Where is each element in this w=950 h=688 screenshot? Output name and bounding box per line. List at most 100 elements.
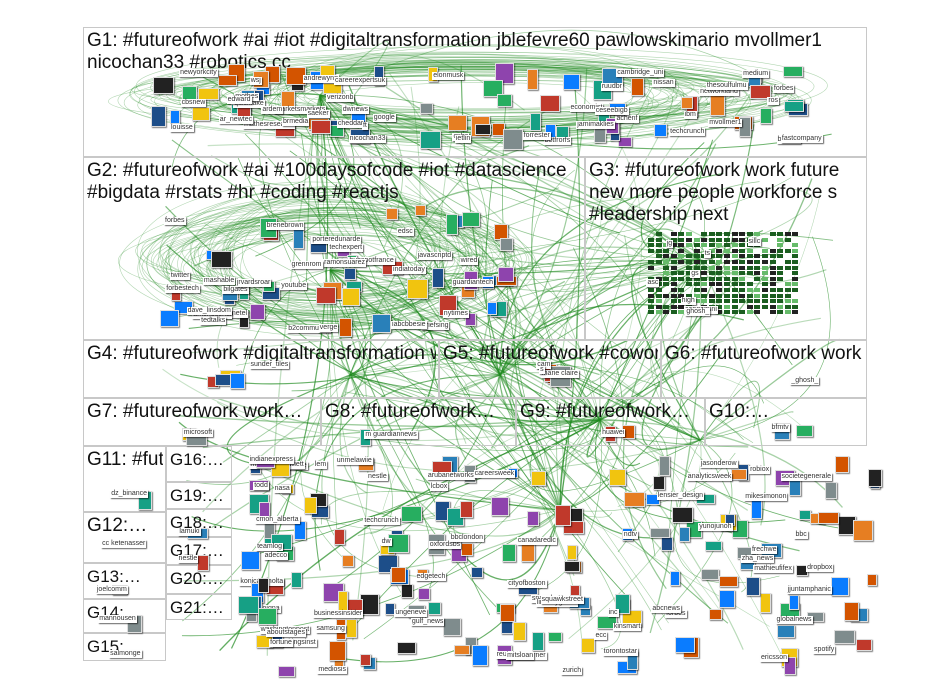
node-label: forbes [164,216,186,225]
node-thumbnail [624,491,646,507]
node-thumbnail [754,288,761,292]
edge [529,419,602,594]
node-thumbnail [471,566,484,578]
node-thumbnail [693,299,700,304]
edge [329,269,681,425]
edge [544,438,602,511]
node-thumbnail [792,271,799,276]
edge [356,419,601,624]
node-label: ghosh_ [685,307,711,316]
edge [462,233,517,376]
group-label: G16:… [170,450,224,469]
node-label: guardiantech [451,279,495,288]
edge [531,165,601,421]
node-thumbnail [648,293,654,298]
node-label: dwnews [341,106,370,115]
node-thumbnail [762,293,768,298]
node-thumbnail [686,265,692,270]
node-thumbnail [663,304,670,309]
edge [556,75,660,511]
node-label: huawei [601,429,626,438]
node-label: zha_news [740,554,775,563]
node-thumbnail [655,310,662,315]
node-label: dz_binance [110,490,149,499]
node-thumbnail [731,288,738,292]
node-label: ericsson [759,653,789,662]
node-thumbnail [648,310,654,315]
node-label: marketsmarkets [274,106,327,115]
node-thumbnail [678,254,685,259]
node-thumbnail [513,621,527,641]
node-thumbnail [762,254,768,259]
node-thumbnail [678,304,685,309]
edge [329,269,629,366]
node-thumbnail [502,128,523,150]
edge-loop [277,61,633,133]
node-thumbnail [686,260,692,264]
node-thumbnail [792,310,799,315]
node-label: nissan [652,78,675,87]
node-label: m guardiannews [364,430,418,439]
node-label: javascriptd [416,252,453,261]
node-thumbnail [693,260,700,264]
edge [423,186,701,261]
edge [502,97,561,511]
node-thumbnail [724,299,730,304]
edge [173,414,601,428]
node-thumbnail [655,299,662,304]
node-thumbnail [724,276,730,281]
node-thumbnail [719,575,739,587]
node-label: spotify [813,646,836,655]
node-thumbnail [570,585,581,597]
node-thumbnail [739,288,746,292]
node-label: aboutstages [265,629,306,638]
node-thumbnail [414,205,426,217]
node-thumbnail [769,282,776,287]
edge-loop [197,221,473,314]
edge [599,419,854,531]
edge [626,259,724,359]
node-label: hubspotfrance [348,257,395,266]
node-thumbnail [784,293,791,298]
node-thumbnail [678,237,685,242]
node-thumbnail [663,271,670,276]
edge-loop [137,181,484,321]
node-thumbnail [681,96,694,109]
edge [314,374,501,571]
node-thumbnail [792,288,799,292]
edge [304,286,601,421]
node-thumbnail [716,243,723,248]
node-thumbnail [670,260,677,264]
edge-loop [209,57,751,148]
group-label: G4: #futureofwork #digitaltransformation… [87,343,436,364]
node-thumbnail [159,309,179,327]
node-thumbnail [663,254,670,259]
edge [490,422,561,511]
node-thumbnail [784,232,791,236]
node-label: careersweek [473,470,516,479]
node-label: betfrorfs [543,136,572,145]
node-thumbnail [716,248,723,253]
group-g16: G16:… [166,446,232,482]
node-thumbnail [663,310,670,315]
node-thumbnail [427,601,441,615]
node-thumbnail [784,282,791,287]
node-label: cbsnew [180,99,207,108]
node-label: briefsing [421,322,450,331]
node-thumbnail [474,124,491,136]
edge [188,320,601,421]
node-label: unmelawiie [335,456,373,465]
node-thumbnail [746,232,753,236]
node-label: verizonb [325,93,355,102]
edge [266,94,321,656]
node-thumbnail [867,469,882,488]
node-label: fortune [269,638,293,647]
node-thumbnail [655,260,662,264]
node-label: medium [742,70,770,79]
node-thumbnail [670,310,677,315]
node-label: forbestech [165,284,200,293]
node-thumbnail [530,471,546,487]
node-thumbnail [372,314,391,334]
node-thumbnail [716,304,723,309]
node-thumbnail [716,265,723,270]
